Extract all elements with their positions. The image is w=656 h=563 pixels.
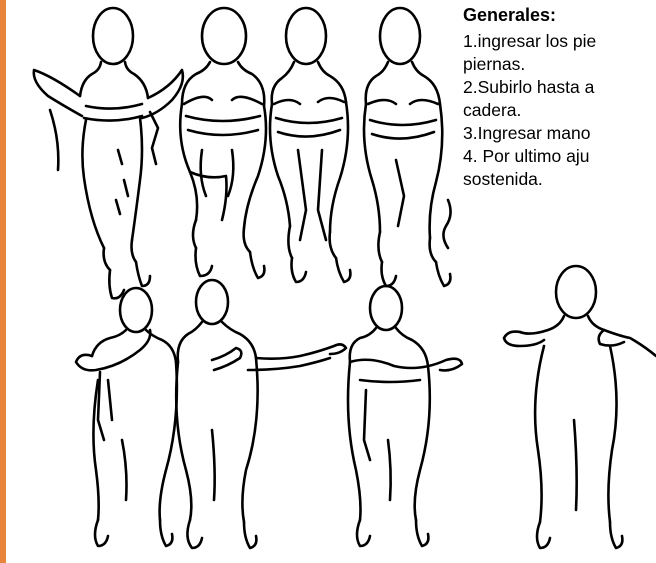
figure-step-2-pulling-up <box>180 8 266 278</box>
figure-step-8-final-adjust <box>504 266 656 548</box>
figure-2-head <box>202 8 246 64</box>
figure-step-3-leaning <box>270 8 350 282</box>
figure-step-4-second-leg <box>364 8 451 286</box>
figure-step-6-arm-extended <box>176 280 346 548</box>
instructions-panel: Generales: 1.ingresar los pie piernas. 2… <box>463 4 656 284</box>
figure-6-head <box>196 280 228 324</box>
figure-step-7-over-shoulder <box>348 286 462 546</box>
instruction-line-5: 3.Ingresar mano <box>463 122 656 145</box>
figure-step-5-arm-in <box>76 288 177 546</box>
figure-3-head <box>286 8 326 64</box>
instructions-title: Generales: <box>463 4 656 26</box>
figure-4-head <box>380 8 420 64</box>
instruction-line-3: 2.Subirlo hasta a <box>463 76 656 99</box>
figure-1-head <box>93 8 133 64</box>
instruction-line-4: cadera. <box>463 99 656 122</box>
instruction-line-1: 1.ingresar los pie <box>463 30 656 53</box>
figure-7-head <box>370 286 402 330</box>
instruction-line-6: 4. Por ultimo aju <box>463 145 656 168</box>
instruction-line-7: sostenida. <box>463 168 656 191</box>
instruction-line-2: piernas. <box>463 53 656 76</box>
figure-step-1-stepping-in <box>34 8 183 298</box>
figure-5-head <box>120 288 152 332</box>
